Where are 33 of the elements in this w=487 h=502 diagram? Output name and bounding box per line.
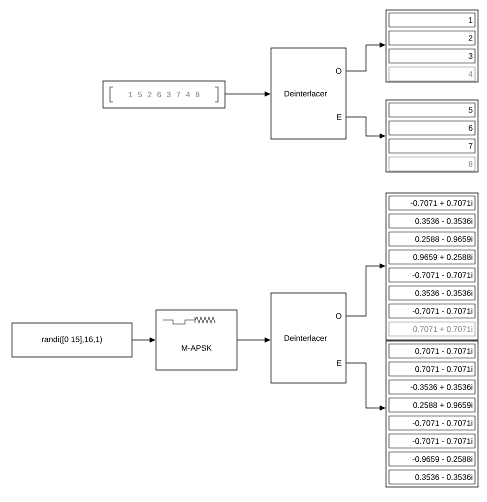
- display-cell: 0.3536 - 0.3536i: [388, 470, 476, 484]
- port-label: O: [336, 313, 342, 319]
- display-cell: -0.7071 - 0.7071i: [388, 434, 476, 448]
- display-cell: 8: [388, 156, 476, 172]
- constant-value: 1 5 2 6 3 7 4 8: [128, 92, 200, 98]
- display-cell: 4: [388, 66, 476, 82]
- display-cell: 0.7071 + 0.7071i: [388, 322, 476, 336]
- display-cell: 0.7071 - 0.7071i: [388, 362, 476, 376]
- block-label: M-APSK: [182, 345, 212, 351]
- display-cell: 0.7071 - 0.7071i: [388, 344, 476, 358]
- display-cell: 0.3536 - 0.3536i: [388, 214, 476, 228]
- display-cell: -0.3536 + 0.3536i: [388, 380, 476, 394]
- display-cell: -0.9659 - 0.2588i: [388, 452, 476, 466]
- display-cell: 3: [388, 48, 476, 64]
- port-label: E: [337, 114, 342, 120]
- display-cell: 6: [388, 120, 476, 136]
- block-label: randi([0 15],16,1): [42, 336, 102, 344]
- block-label: Deinterlacer: [284, 90, 327, 96]
- port-label: O: [336, 68, 342, 74]
- display-cell: 1: [388, 12, 476, 28]
- block-label: Deinterlacer: [284, 335, 327, 341]
- display-cell: 0.9659 + 0.2588i: [388, 250, 476, 264]
- display-cell: 7: [388, 138, 476, 154]
- display-cell: -0.7071 - 0.7071i: [388, 416, 476, 430]
- display-cell: -0.7071 - 0.7071i: [388, 304, 476, 318]
- display-cell: 0.2588 + 0.9659i: [388, 398, 476, 412]
- display-cell: 0.3536 - 0.3536i: [388, 286, 476, 300]
- display-cell: -0.7071 + 0.7071i: [388, 196, 476, 210]
- port-label: E: [337, 360, 342, 366]
- display-cell: -0.7071 - 0.7071i: [388, 268, 476, 282]
- display-cell: 0.2588 - 0.9659i: [388, 232, 476, 246]
- display-cell: 5: [388, 102, 476, 118]
- display-cell: 2: [388, 30, 476, 46]
